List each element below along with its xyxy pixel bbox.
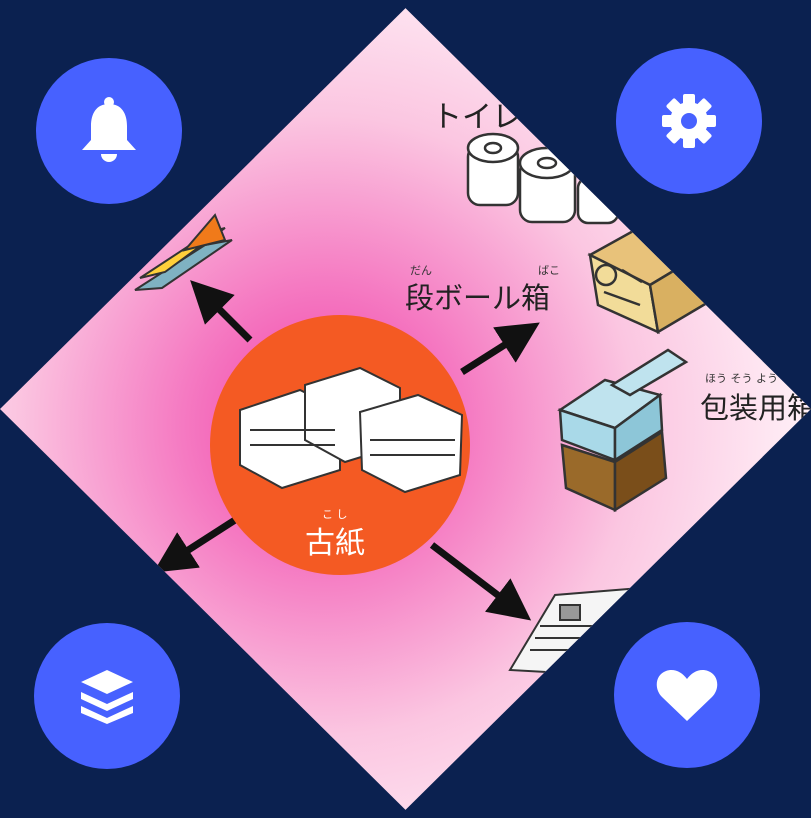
favorite-button[interactable] — [614, 622, 760, 768]
toilet-paper-illustration — [466, 132, 620, 225]
bell-icon — [82, 97, 136, 162]
layers-button[interactable] — [34, 623, 180, 769]
heart-icon — [656, 669, 718, 721]
notifications-button[interactable] — [36, 58, 182, 204]
packaging-label: 包装用箱 — [700, 391, 811, 425]
cardboard-ruby-2: ばこ — [538, 264, 560, 277]
arrow-down-left — [153, 517, 237, 573]
magazines-illustration — [134, 213, 233, 291]
toilet-paper-label: トイレ — [432, 100, 522, 135]
layers-icon — [81, 670, 133, 724]
arrow-up-right — [460, 322, 540, 375]
cardboard-ruby-1: だん — [410, 264, 432, 277]
cardboard-box-illustration — [587, 228, 714, 335]
gear-icon — [662, 94, 716, 148]
paper-bundles-illustration — [239, 366, 464, 494]
center-label: 古紙 — [305, 526, 365, 561]
arrow-up-left — [190, 280, 253, 343]
center-ruby: こ し — [322, 508, 348, 521]
settings-button[interactable] — [616, 48, 762, 194]
arrow-down-right — [429, 542, 532, 621]
packaging-ruby: ほう そう よう — [705, 372, 778, 385]
packaging-box-illustration — [557, 348, 689, 513]
cardboard-label: 段ボール箱 — [405, 281, 551, 315]
